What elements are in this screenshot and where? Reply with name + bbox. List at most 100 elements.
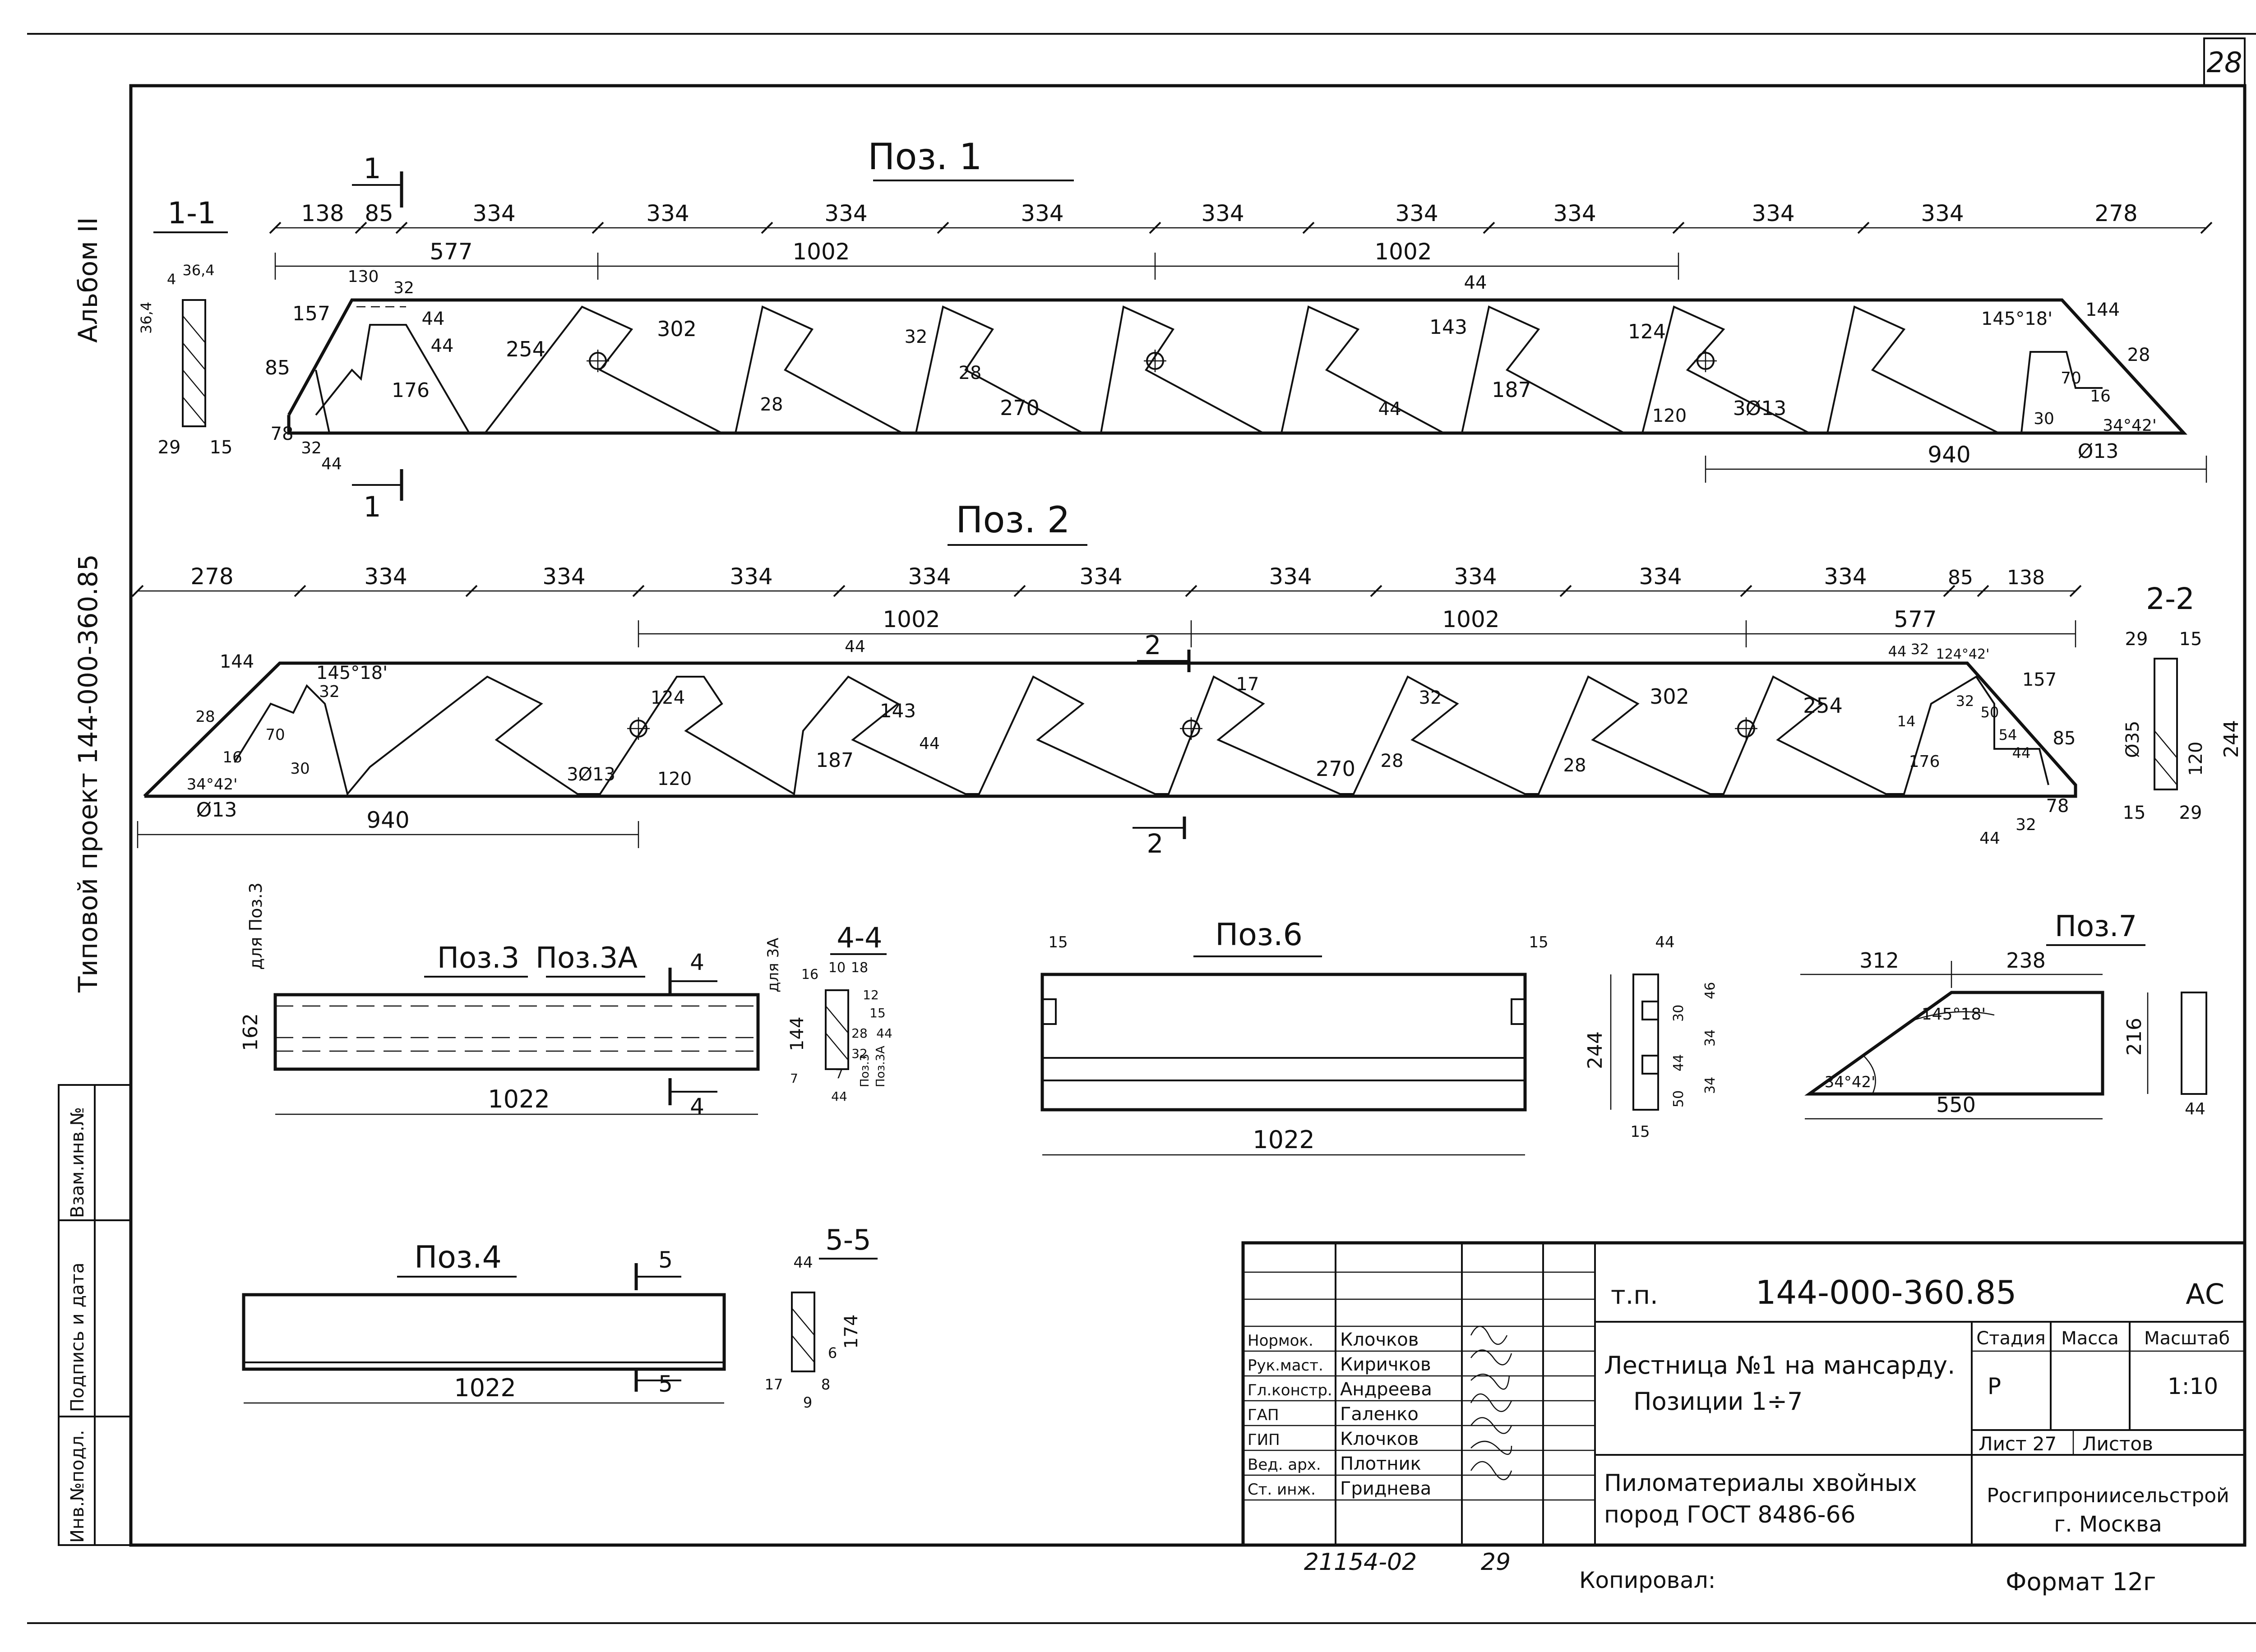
dimension-tick [1943,585,1956,597]
sheet-number-box [2203,37,2246,87]
svg-text:85: 85 [265,356,290,379]
pos1-title: Поз. 1 [868,136,982,178]
svg-text:334: 334 [646,200,689,226]
dimension-tick [1149,221,1161,234]
svg-text:334: 334 [1395,200,1438,226]
svg-text:138: 138 [301,200,344,226]
pos4-board [242,1293,726,1371]
svg-text:144: 144 [2085,300,2120,320]
svg-text:145°18': 145°18' [1981,309,2053,329]
svg-text:334: 334 [542,563,585,590]
svg-text:577: 577 [430,239,472,265]
pos7-title: Поз.7 [2055,910,2137,943]
svg-text:5: 5 [658,1247,673,1273]
svg-text:15: 15 [1529,933,1548,951]
svg-text:34°42': 34°42' [1825,1073,1876,1091]
svg-text:29: 29 [2179,803,2202,823]
svg-text:334: 334 [1201,200,1244,226]
pos7-wedge [1804,991,2104,1096]
svg-text:28: 28 [760,394,783,415]
person-name: Клочков [1340,1429,1419,1449]
svg-text:Ø35: Ø35 [2122,721,2143,758]
svg-text:для 3А: для 3А [764,938,782,992]
role-label: Гл.констр. [1248,1381,1332,1399]
svg-text:244: 244 [2220,720,2243,758]
svg-text:124°42': 124°42' [1936,646,1990,662]
svg-text:Поз.3: Поз.3 [858,1054,872,1087]
pos3a-title: Поз.3А [536,941,638,975]
pos6-drawing: Поз.6 15 15 1022 44 46 30 34 44 34 50 24… [1040,917,1718,1156]
svg-text:16: 16 [2090,387,2111,406]
svg-text:34°42': 34°42' [2103,416,2157,435]
section-2-2-title: 2-2 [2146,581,2195,616]
pos3-title: Поз.3 [437,941,519,975]
svg-text:2: 2 [1147,828,1164,859]
dimension-tick [465,585,478,597]
pos4-drawing: Поз.4 1022 5 5 [242,1240,726,1404]
svg-text:144: 144 [787,1017,808,1051]
svg-text:34°42': 34°42' [187,775,238,794]
svg-text:28: 28 [195,708,215,726]
organization: Росгипрониисельстрой [1987,1484,2229,1507]
svg-text:44: 44 [1888,643,1907,660]
svg-text:174: 174 [841,1315,862,1349]
svg-text:34: 34 [1702,1029,1718,1047]
svg-text:120: 120 [657,769,692,789]
svg-text:15: 15 [1048,933,1068,951]
svg-text:Ø13: Ø13 [196,798,237,821]
svg-text:32: 32 [851,1046,868,1061]
stamp-inv-podl: Инв.№подл. [67,1430,88,1543]
drawing-frame [129,84,2247,1547]
svg-text:238: 238 [2006,948,2046,973]
svg-text:10: 10 [828,960,846,976]
svg-text:334: 334 [364,563,407,590]
svg-text:176: 176 [1909,752,1940,771]
dimension-tick [1370,585,1382,597]
pos2-notches [234,675,2049,796]
svg-text:28: 28 [1563,755,1586,776]
svg-text:3Ø13: 3Ø13 [1733,397,1787,420]
svg-text:334: 334 [472,200,515,226]
svg-text:32: 32 [1419,688,1442,708]
pos3-board [273,993,760,1071]
svg-text:144: 144 [220,651,254,672]
svg-text:334: 334 [1269,563,1312,590]
svg-text:270: 270 [1316,757,1355,781]
svg-text:334: 334 [1454,563,1497,590]
svg-text:70: 70 [2061,369,2081,388]
dimension-tick [131,585,144,597]
svg-text:15: 15 [1630,1123,1650,1141]
svg-text:16: 16 [801,967,818,983]
dimension-tick [632,585,645,597]
signatures [1470,1325,1512,1481]
svg-text:577: 577 [1894,606,1937,632]
svg-text:1002: 1002 [792,239,850,265]
svg-text:334: 334 [908,563,951,590]
svg-text:17: 17 [765,1376,783,1393]
svg-text:32: 32 [301,439,322,457]
role-label: Вед. арх. [1248,1456,1321,1474]
sheet-number: 28 [2207,46,2242,79]
svg-text:30: 30 [2034,410,2054,428]
material-note: Пиломатериалы хвойных [1604,1470,1917,1497]
section-4-4: 4-4 для 3А 16 10 18 144 12 7 15 28 32 7 … [764,921,892,1104]
svg-text:120: 120 [2186,742,2206,776]
svg-text:143: 143 [1429,316,1467,339]
svg-text:15: 15 [2179,629,2202,650]
svg-text:Формат 12г: Формат 12г [2006,1568,2156,1596]
svg-text:1: 1 [363,490,381,523]
svg-text:30: 30 [290,760,310,778]
svg-text:44: 44 [2012,744,2031,761]
stamp-signature: Подпись и дата [67,1263,88,1412]
svg-text:5: 5 [658,1371,673,1397]
svg-text:17: 17 [1236,674,1259,695]
svg-text:254: 254 [506,337,546,361]
svg-text:85: 85 [1948,566,1973,589]
svg-text:1002: 1002 [1442,606,1499,632]
svg-text:312: 312 [1859,948,1899,973]
dimension-tick [2069,585,2082,597]
dimension-tick [1977,585,1989,597]
svg-text:Масса: Масса [2061,1328,2119,1349]
svg-text:334: 334 [1079,563,1122,590]
